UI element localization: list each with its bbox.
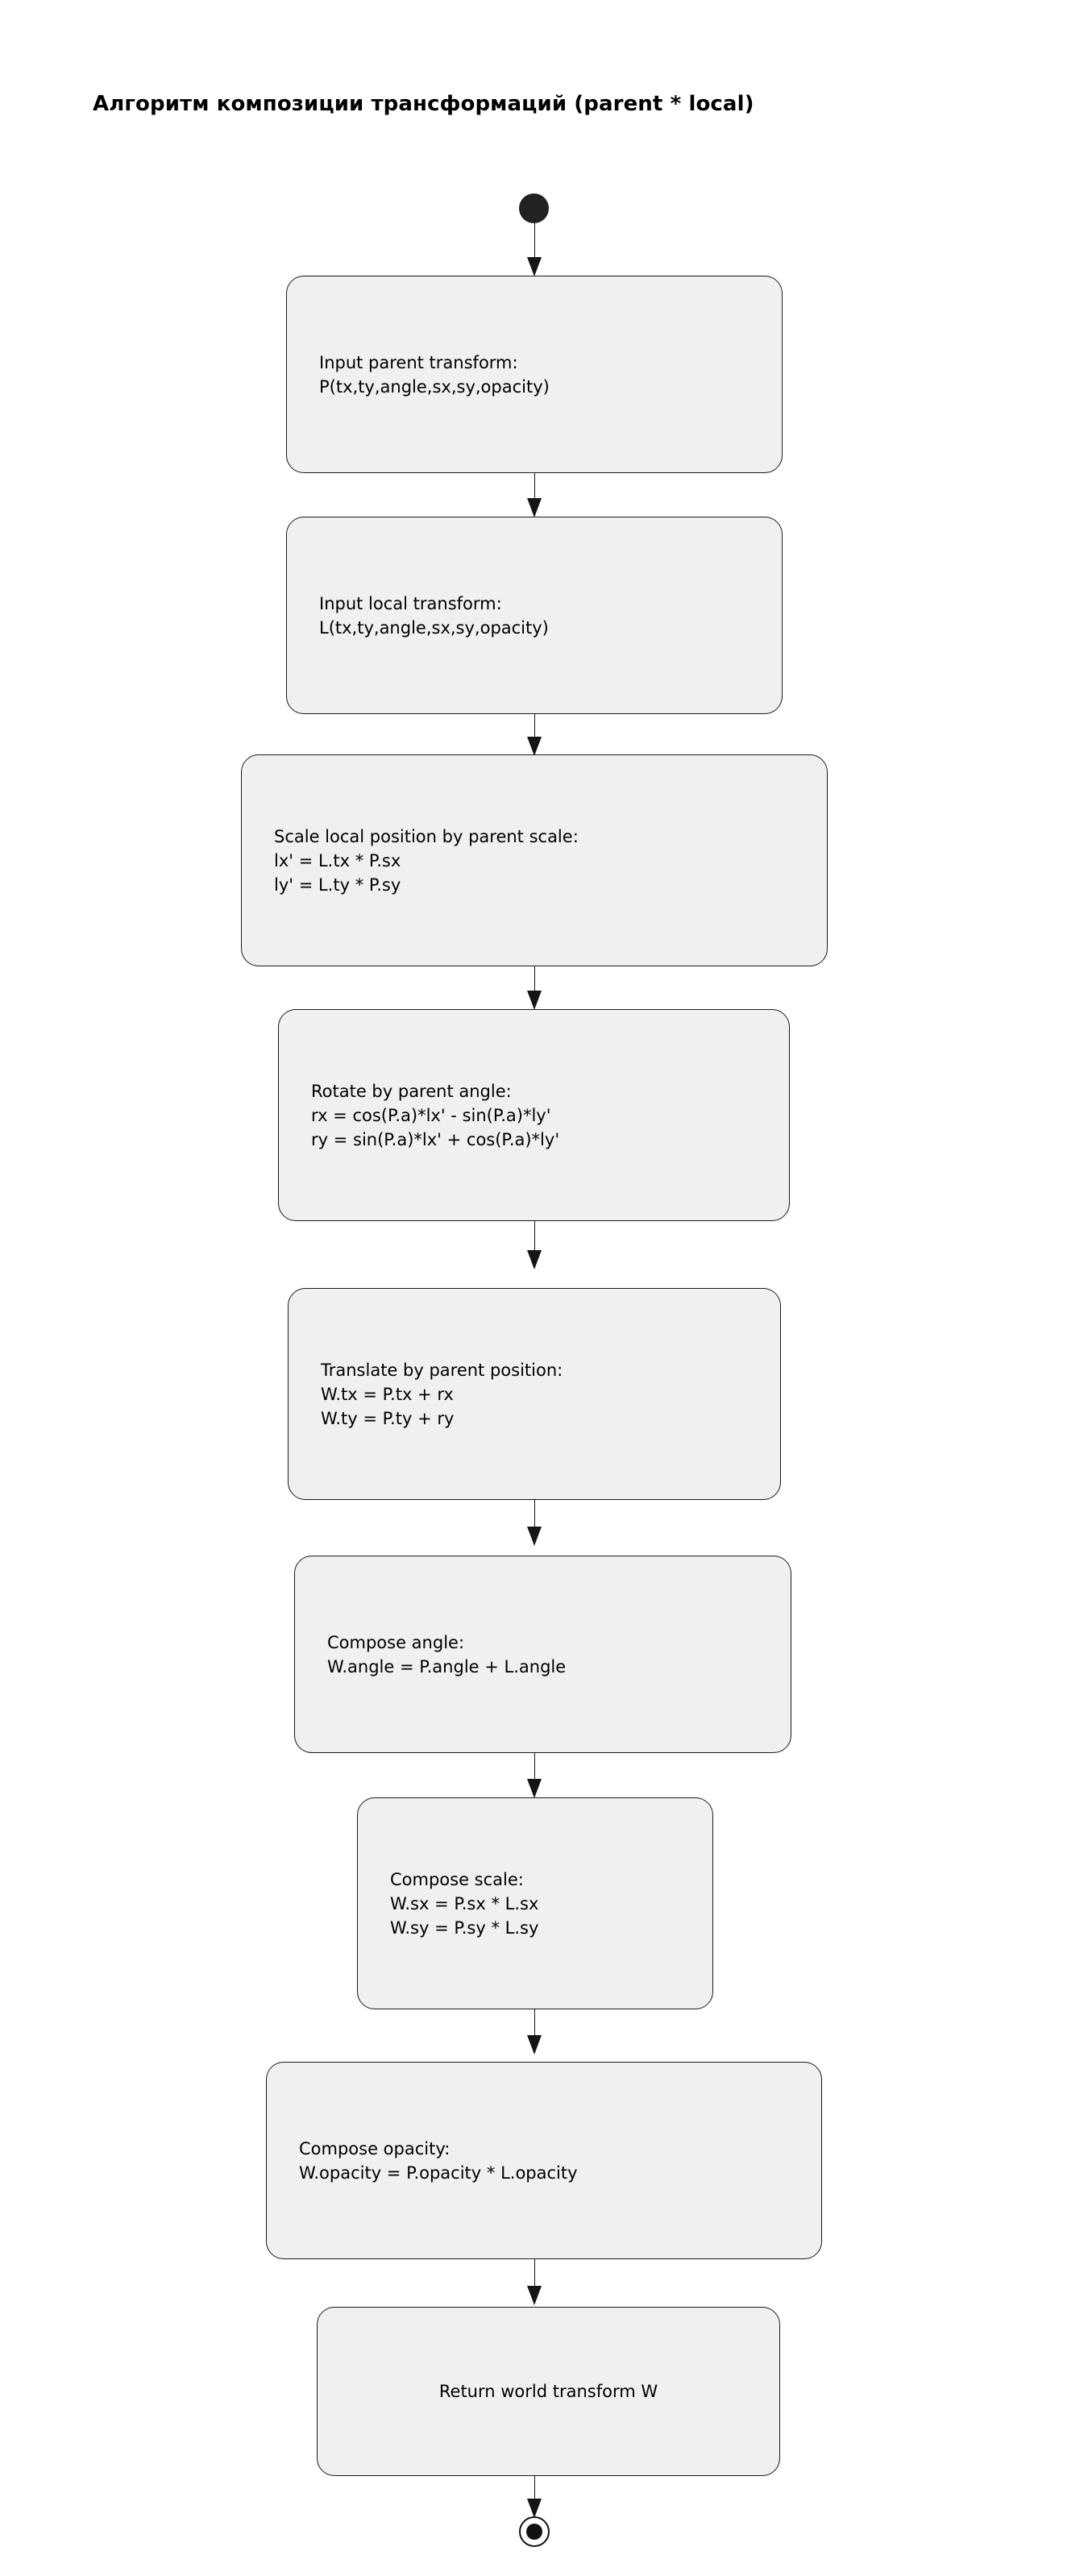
edge-start-to-1 (534, 223, 535, 257)
edge-3-to-4 (534, 966, 535, 991)
flow-end-node (519, 2516, 550, 2547)
edge-7-to-8 (534, 2009, 535, 2035)
node-return-world-transform-label: Return world transform W (438, 2382, 658, 2401)
arrowhead-4-to-5 (527, 1250, 542, 1269)
node-input-parent-transform[interactable]: Input parent transform: P(tx,ty,angle,sx… (286, 276, 783, 473)
arrowhead-1-to-2 (527, 498, 542, 517)
node-compose-scale[interactable]: Compose scale: W.sx = P.sx * L.sx W.sy =… (357, 1797, 713, 2009)
node-scale-local-position[interactable]: Scale local position by parent scale: lx… (241, 754, 828, 966)
arrowhead-3-to-4 (527, 991, 542, 1010)
node-input-local-transform[interactable]: Input local transform: L(tx,ty,angle,sx,… (286, 517, 783, 714)
node-compose-opacity-label: Compose opacity: W.opacity = P.opacity *… (299, 2138, 578, 2183)
node-compose-scale-label: Compose scale: W.sx = P.sx * L.sx W.sy =… (390, 1869, 539, 1938)
node-rotate-by-parent-angle[interactable]: Rotate by parent angle: rx = cos(P.a)*lx… (278, 1009, 790, 1221)
edge-9-to-end (534, 2476, 535, 2499)
node-scale-local-position-label: Scale local position by parent scale: lx… (274, 826, 579, 895)
edge-4-to-5 (534, 1221, 535, 1250)
edge-2-to-3 (534, 714, 535, 737)
node-input-parent-transform-label: Input parent transform: P(tx,ty,angle,sx… (319, 352, 550, 397)
node-compose-opacity[interactable]: Compose opacity: W.opacity = P.opacity *… (266, 2062, 822, 2259)
node-translate-by-parent-position[interactable]: Translate by parent position: W.tx = P.t… (288, 1288, 781, 1500)
edge-6-to-7 (534, 1753, 535, 1779)
arrowhead-2-to-3 (527, 737, 542, 756)
edge-5-to-6 (534, 1500, 535, 1527)
arrowhead-6-to-7 (527, 1779, 542, 1798)
arrowhead-8-to-9 (527, 2286, 542, 2305)
arrowhead-start-to-1 (527, 257, 542, 276)
node-rotate-by-parent-angle-label: Rotate by parent angle: rx = cos(P.a)*lx… (311, 1081, 560, 1149)
edge-1-to-2 (534, 473, 535, 498)
page-title: Алгоритм композиции трансформаций (paren… (93, 92, 754, 116)
edge-8-to-9 (534, 2259, 535, 2286)
node-compose-angle[interactable]: Compose angle: W.angle = P.angle + L.ang… (294, 1556, 791, 1753)
node-return-world-transform[interactable]: Return world transform W (317, 2307, 780, 2476)
arrowhead-5-to-6 (527, 1527, 542, 1546)
node-input-local-transform-label: Input local transform: L(tx,ty,angle,sx,… (319, 593, 549, 638)
arrowhead-7-to-8 (527, 2035, 542, 2055)
arrowhead-9-to-end (527, 2499, 542, 2518)
node-translate-by-parent-position-label: Translate by parent position: W.tx = P.t… (321, 1360, 563, 1428)
flow-start-node (519, 193, 549, 223)
node-compose-angle-label: Compose angle: W.angle = P.angle + L.ang… (327, 1632, 567, 1676)
